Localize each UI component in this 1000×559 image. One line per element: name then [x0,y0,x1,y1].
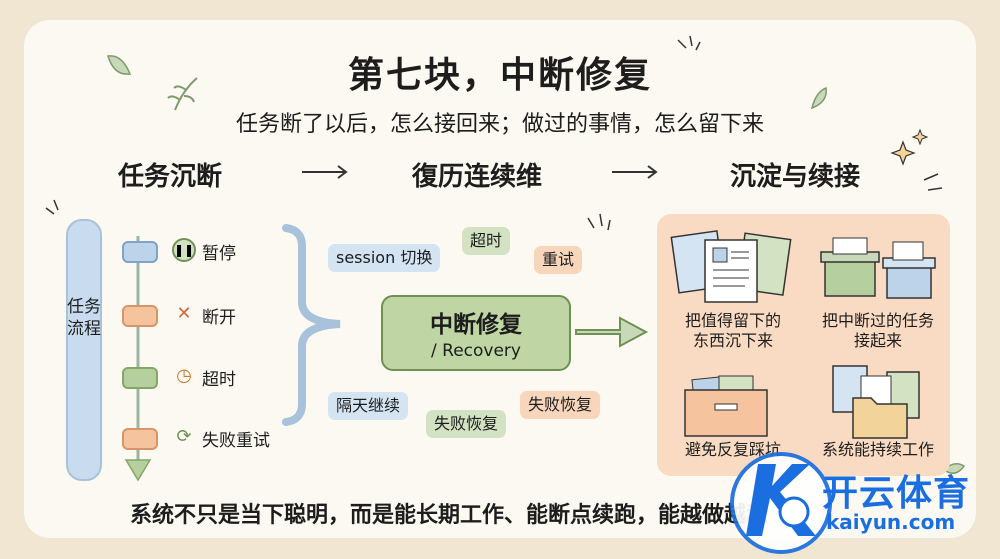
retry-icon: ⟳ [176,426,192,447]
outcome-illustrations [670,230,936,439]
arrow-down-icon [124,459,152,482]
flow-item-label: 断开 [202,308,236,328]
tag-retry: 重试 [534,246,583,274]
arrow-right-icon [612,165,658,179]
disconnect-icon: ✕ [176,303,192,324]
flow-node [122,305,158,327]
tag-failure-recovery-2: 失败恢复 [520,391,601,419]
file-boxes-icon [820,237,936,299]
flow-node [122,428,158,450]
doodle-lines-icon [923,173,943,191]
step-3: 沉淀与续接 [730,162,861,192]
flow-item-label: 超时 [202,370,236,390]
step-1: 任务沉断 [118,162,223,192]
page-subtitle: 任务断了以后，怎么接回来；做过的事情，怎么留下来 [235,112,764,137]
clock-icon: ◷ [176,365,192,386]
recovery-subtitle: / Recovery [431,341,521,361]
outcome-label: 避免反复踩坑 [684,440,781,459]
sparkle-icon [911,128,929,146]
flow-label: 任务 流程 [67,297,101,339]
arrow-right-icon [575,316,649,348]
flow-item-label: 失败重试 [202,431,270,451]
watermark-url: kaiyun.com [826,510,956,534]
page-title: 第七块，中断修复 [347,55,652,96]
recovery-title: 中断修复 [430,312,522,338]
tag-next-day: 隔天继续 [328,392,409,420]
tag-timeout: 超时 [462,227,511,255]
flow-node [122,367,158,389]
flow-bar [66,219,102,481]
folder-files-icon [832,365,920,439]
flow-item-label: 暂停 [202,244,236,264]
step-2: 復历连续维 [412,162,543,192]
doodle-lines-icon [45,199,59,215]
outcome-label: 把中断过的任务 接起来 [821,311,934,350]
watermark-k-icon [746,464,816,536]
tag-failure-recovery: 失败恢复 [426,410,507,438]
flow-node [122,241,158,263]
tag-session-switch: session 切换 [328,244,441,272]
arrow-right-icon [302,165,348,179]
leaf-icon [810,86,827,110]
sprig-icon [167,77,198,111]
recovery-box: 中断修复 / Recovery [381,295,571,371]
watermark-text: 开云体育 [822,473,971,514]
outcome-label: 系统能持续工作 [821,440,934,459]
documents-icon [670,230,792,303]
doodle-lines-icon [587,213,611,231]
sparkle-icon [890,140,916,166]
outcome-label: 把值得留下的 东西沉下来 [684,311,781,350]
pause-icon: ❚❚ [172,238,196,262]
bottom-summary: 系统不只是当下聪明，而是能长期工作、能断点续跑，能越做越稳 [130,503,769,528]
card-box-icon [684,375,768,437]
bracket [282,224,341,426]
leaf-icon [107,55,132,75]
doodle-lines-icon [677,35,701,51]
